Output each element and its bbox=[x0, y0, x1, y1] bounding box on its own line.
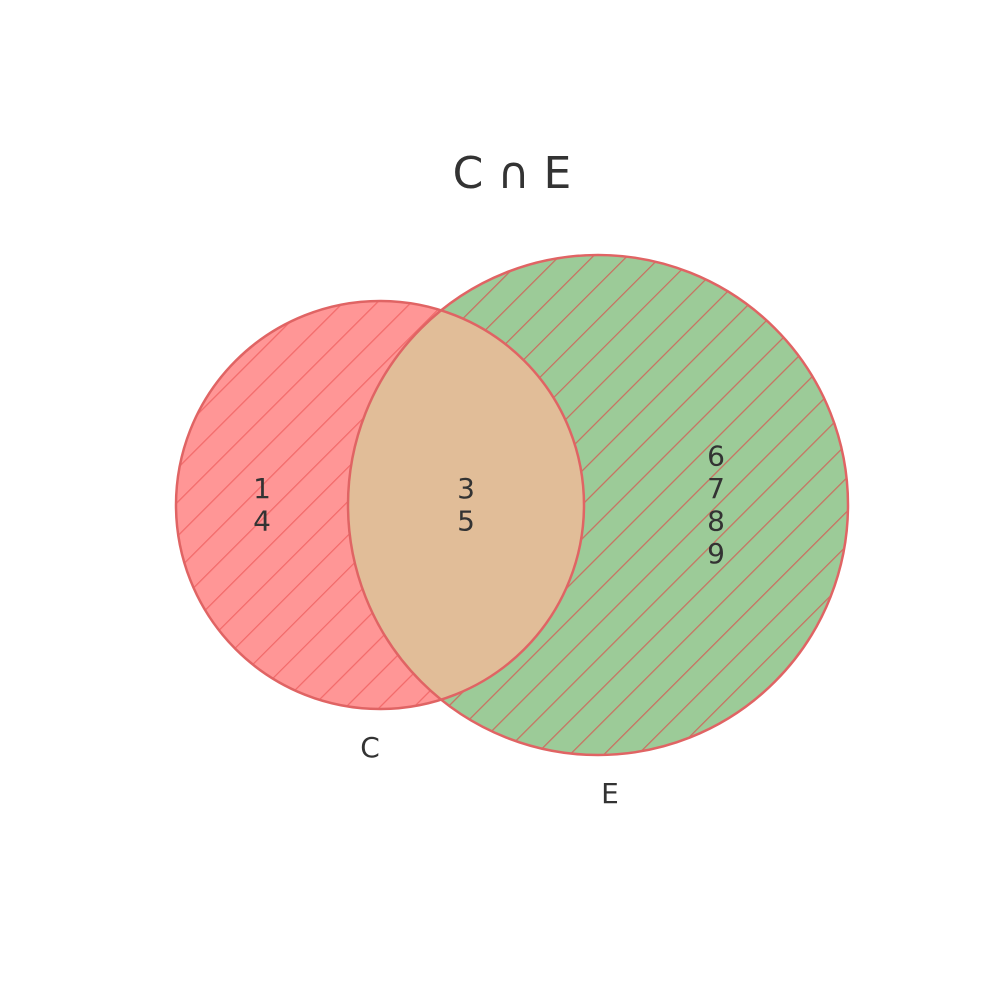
set-e-element: 8 bbox=[707, 504, 725, 537]
intersection-region bbox=[348, 301, 584, 709]
intersection-element: 5 bbox=[457, 504, 475, 537]
set-e-element: 9 bbox=[707, 537, 725, 570]
set-c-label: C bbox=[360, 731, 380, 764]
set-e-label: E bbox=[601, 777, 619, 810]
set-c-only-elements: 14 bbox=[253, 472, 271, 538]
set-c-element: 1 bbox=[253, 472, 271, 505]
intersection-element: 3 bbox=[457, 472, 475, 505]
set-e-outline bbox=[346, 253, 850, 757]
intersection-elements: 35 bbox=[457, 472, 475, 538]
set-e-element: 7 bbox=[707, 472, 725, 505]
set-e-element: 6 bbox=[707, 439, 725, 472]
diagram-title: C ∩ E bbox=[453, 148, 572, 199]
set-c-element: 4 bbox=[253, 504, 271, 537]
set-c-outline bbox=[174, 299, 586, 711]
